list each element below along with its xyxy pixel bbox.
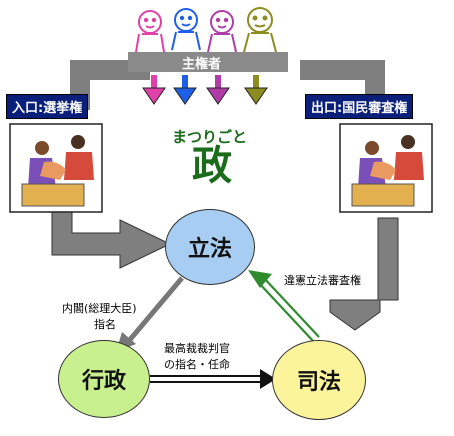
executive-label: 行政 <box>81 369 126 394</box>
sovereign-band <box>128 52 288 72</box>
executive-circle: 行政 <box>58 340 150 418</box>
matsurigoto-reading: まつりごと <box>172 128 248 146</box>
cabinet-note-line2: 指名 <box>94 318 116 331</box>
voting-booth-left-icon <box>9 123 103 213</box>
vote-arrow-blue <box>173 75 197 105</box>
sovereign-label: 主権者 <box>182 57 222 72</box>
judicial-review-arrow-line2 <box>262 276 320 338</box>
chief-justice-arrow-head <box>260 369 276 389</box>
voting-booth-right-icon <box>339 123 433 213</box>
person-blue-icon <box>171 8 201 51</box>
person-purple-icon <box>207 10 237 53</box>
chief-justice-line1: 最高裁裁判官 <box>164 342 230 355</box>
right-flow-shaft <box>329 217 399 331</box>
vote-arrow-olive <box>244 75 268 105</box>
legislative-circle: 立法 <box>165 209 255 285</box>
person-olive-icon <box>243 7 277 53</box>
entrance-label: 入口:選挙権 <box>6 94 89 119</box>
vote-arrow-purple <box>206 75 230 105</box>
right-flow-arrow <box>300 60 385 110</box>
matsurigoto-kanji: 政 <box>192 143 232 189</box>
judicial-review-arrow-line1 <box>257 281 315 343</box>
chief-justice-line2: の指名・任命 <box>164 358 230 371</box>
judicial-review-label: 違憲立法審査権 <box>284 274 361 287</box>
judicial-label: 司法 <box>296 370 341 395</box>
cabinet-note-line1: 内閣(総理大臣) <box>62 302 137 315</box>
judicial-review-arrow-head <box>248 270 272 288</box>
left-flow-arrow <box>70 60 150 110</box>
legislative-label: 立法 <box>187 237 232 262</box>
person-pink-icon <box>135 10 165 53</box>
exit-label: 出口:国民審査権 <box>305 94 414 119</box>
vote-arrow-pink <box>142 75 166 105</box>
judicial-circle: 司法 <box>272 340 366 420</box>
cabinet-arrow <box>126 276 184 344</box>
